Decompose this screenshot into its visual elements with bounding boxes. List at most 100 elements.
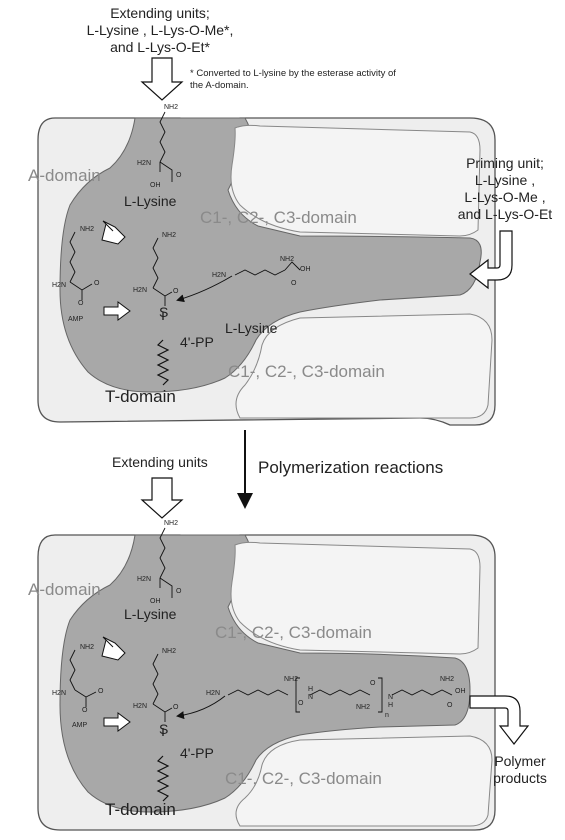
chem-o-polymer-2: O (370, 680, 376, 687)
chem-s-top: S (159, 304, 169, 320)
c-domain-upper-lobe-top (230, 124, 481, 237)
l-lysine-label-mid: L-Lysine (225, 320, 278, 336)
polymerization-label: Polymerization reactions (258, 458, 444, 477)
nucleophilic-attack-arrow-bottom (176, 695, 226, 720)
chem-nh2-priming-top: NH2 (280, 256, 295, 263)
chem-o-thioester-bottom: O (173, 704, 179, 711)
lysine-thioester-structure-bottom (152, 653, 173, 722)
chem-h2n-thioester-bottom: H2N (133, 703, 148, 710)
priming-unit-line-2: L-Lysine , (474, 172, 536, 188)
chem-n-subscript: n (385, 712, 389, 719)
chem-nh2-thioester-bottom: NH2 (162, 648, 177, 655)
polymer-chain-structure (227, 677, 453, 713)
transfer-arrow-right-bottom (103, 712, 131, 732)
chem-nh2-entry-bottom: NH2 (164, 520, 179, 527)
esterase-footnote: * Converted to L-lysine by the esterase … (190, 68, 396, 92)
chem-n-polymer-2: N (388, 694, 394, 701)
lysine-structure-entry-top (159, 111, 173, 182)
chem-n-polymer-1: N (308, 694, 314, 701)
priming-unit-line-3: L-Lys-O-Me , (464, 189, 546, 205)
c-domain-upper-lobe-bottom (230, 541, 481, 655)
chem-o-adenylate-bottom: O (98, 688, 104, 695)
t-domain-label-bottom: T-domain (105, 800, 176, 819)
priming-lysine-structure-top (234, 261, 301, 276)
chem-o2-adenylate-top: O (78, 300, 84, 307)
chem-o-thioester-top: O (173, 288, 179, 295)
chem-h2n-polymer-start: H2N (206, 690, 221, 697)
c-domain-lower-lobe-top (235, 313, 493, 419)
chem-amp-top: AMP (68, 316, 84, 323)
lysine-adenylate-structure-bottom (69, 649, 97, 707)
chem-oh-priming-top: OH (300, 266, 311, 273)
extending-units-line-3: and L-Lys-O-Et* (110, 39, 210, 55)
polymer-products-label: Polymer products (485, 753, 555, 787)
footnote-line-2: the A-domain. (190, 80, 249, 91)
c-domain-lower-lobe-bottom (235, 735, 493, 827)
extending-units-line-1: Extending units; (110, 5, 210, 21)
chem-nh2-polymer-end: NH2 (440, 676, 455, 683)
chem-h-polymer-1: H (308, 686, 314, 693)
chem-oh-entry-bottom: OH (150, 598, 161, 605)
transfer-arrow-right-top (103, 301, 131, 321)
polymer-products-line-2: products (493, 770, 547, 786)
footnote-line-1: * Converted to L-lysine by the esterase … (190, 68, 396, 79)
chem-o-polymer-end: O (447, 702, 453, 709)
c-domain-lower-label-top: C1-, C2-, C3-domain (228, 362, 385, 381)
pp-label-bottom: 4'-PP (180, 745, 214, 761)
extending-units-label-bottom: Extending units (112, 454, 208, 470)
chem-h2n-thioester-top: H2N (133, 287, 148, 294)
nucleophilic-attack-arrow-top (176, 275, 233, 303)
c-domain-lower-label-bottom: C1-, C2-, C3-domain (225, 769, 382, 788)
chem-h2n-entry-bottom: H2N (137, 576, 152, 583)
extending-units-label: Extending units; L-Lysine , L-Lys-O-Me*,… (75, 5, 245, 56)
chem-h2n-priming-top: H2N (212, 272, 227, 279)
chem-nh2-adenylate-bottom: NH2 (80, 644, 95, 651)
chem-o2-adenylate-bottom: O (82, 707, 88, 714)
priming-unit-line-1: Priming unit; (466, 155, 544, 171)
chem-h2n-adenylate-bottom: H2N (52, 690, 67, 697)
a-domain-label-top: A-domain (28, 166, 101, 185)
priming-entry-arrow-top (469, 230, 513, 290)
lysine-structure-entry-bottom (159, 527, 173, 598)
chem-s-bottom: S (159, 721, 169, 737)
c-domain-upper-label-bottom: C1-, C2-, C3-domain (215, 623, 372, 642)
polymer-exit-arrow (469, 695, 530, 745)
chem-o-priming-top: O (291, 280, 297, 287)
priming-unit-label: Priming unit; L-Lysine , L-Lys-O-Me , an… (450, 155, 560, 223)
chem-nh2-polymer-1: NH2 (284, 676, 299, 683)
transfer-arrow-diag-top (101, 220, 126, 245)
chem-nh2-adenylate-top: NH2 (80, 226, 95, 233)
active-site-region-bottom (59, 534, 471, 813)
lysine-thioester-structure-top (152, 237, 173, 306)
polymer-products-line-1: Polymer (494, 753, 546, 769)
pp-linker-bottom (156, 728, 170, 802)
t-domain-label-top: T-domain (105, 387, 176, 406)
chem-amp-bottom: AMP (72, 722, 88, 729)
active-site-region-top (59, 117, 482, 393)
extending-units-line-2: L-Lysine , L-Lys-O-Me*, (86, 22, 234, 38)
priming-unit-line-4: and L-Lys-O-Et (457, 206, 553, 222)
chem-oh-polymer-end: OH (455, 688, 466, 695)
chem-nh2-entry-top: NH2 (164, 104, 179, 111)
chem-nh2-thioester-top: NH2 (162, 232, 177, 239)
c-domain-upper-label-top: C1-, C2-, C3-domain (200, 208, 357, 227)
pp-label-top: 4'-PP (180, 334, 214, 350)
chem-o-polymer-1: O (298, 700, 304, 707)
a-domain-label-bottom: A-domain (28, 580, 101, 599)
chem-o-entry-bottom: O (176, 588, 182, 595)
pp-linker-top (156, 312, 170, 386)
extending-unit-entry-arrow-top (140, 57, 184, 101)
lysine-adenylate-structure-top (69, 231, 93, 300)
chem-h2n-entry-top: H2N (137, 160, 152, 167)
l-lysine-label-top: L-Lysine (124, 193, 177, 209)
transfer-arrow-diag-bottom (101, 636, 126, 661)
chem-o-entry-top: O (176, 172, 182, 179)
extending-unit-entry-arrow-bottom (140, 477, 184, 519)
l-lysine-label-bottom: L-Lysine (124, 606, 177, 622)
chem-o-adenylate-top: O (94, 280, 100, 287)
chem-nh2-polymer-2: NH2 (356, 704, 371, 711)
chem-h2n-adenylate-top: H2N (52, 282, 67, 289)
chem-h-polymer-2: H (388, 702, 394, 709)
chem-oh-entry-top: OH (150, 182, 161, 189)
